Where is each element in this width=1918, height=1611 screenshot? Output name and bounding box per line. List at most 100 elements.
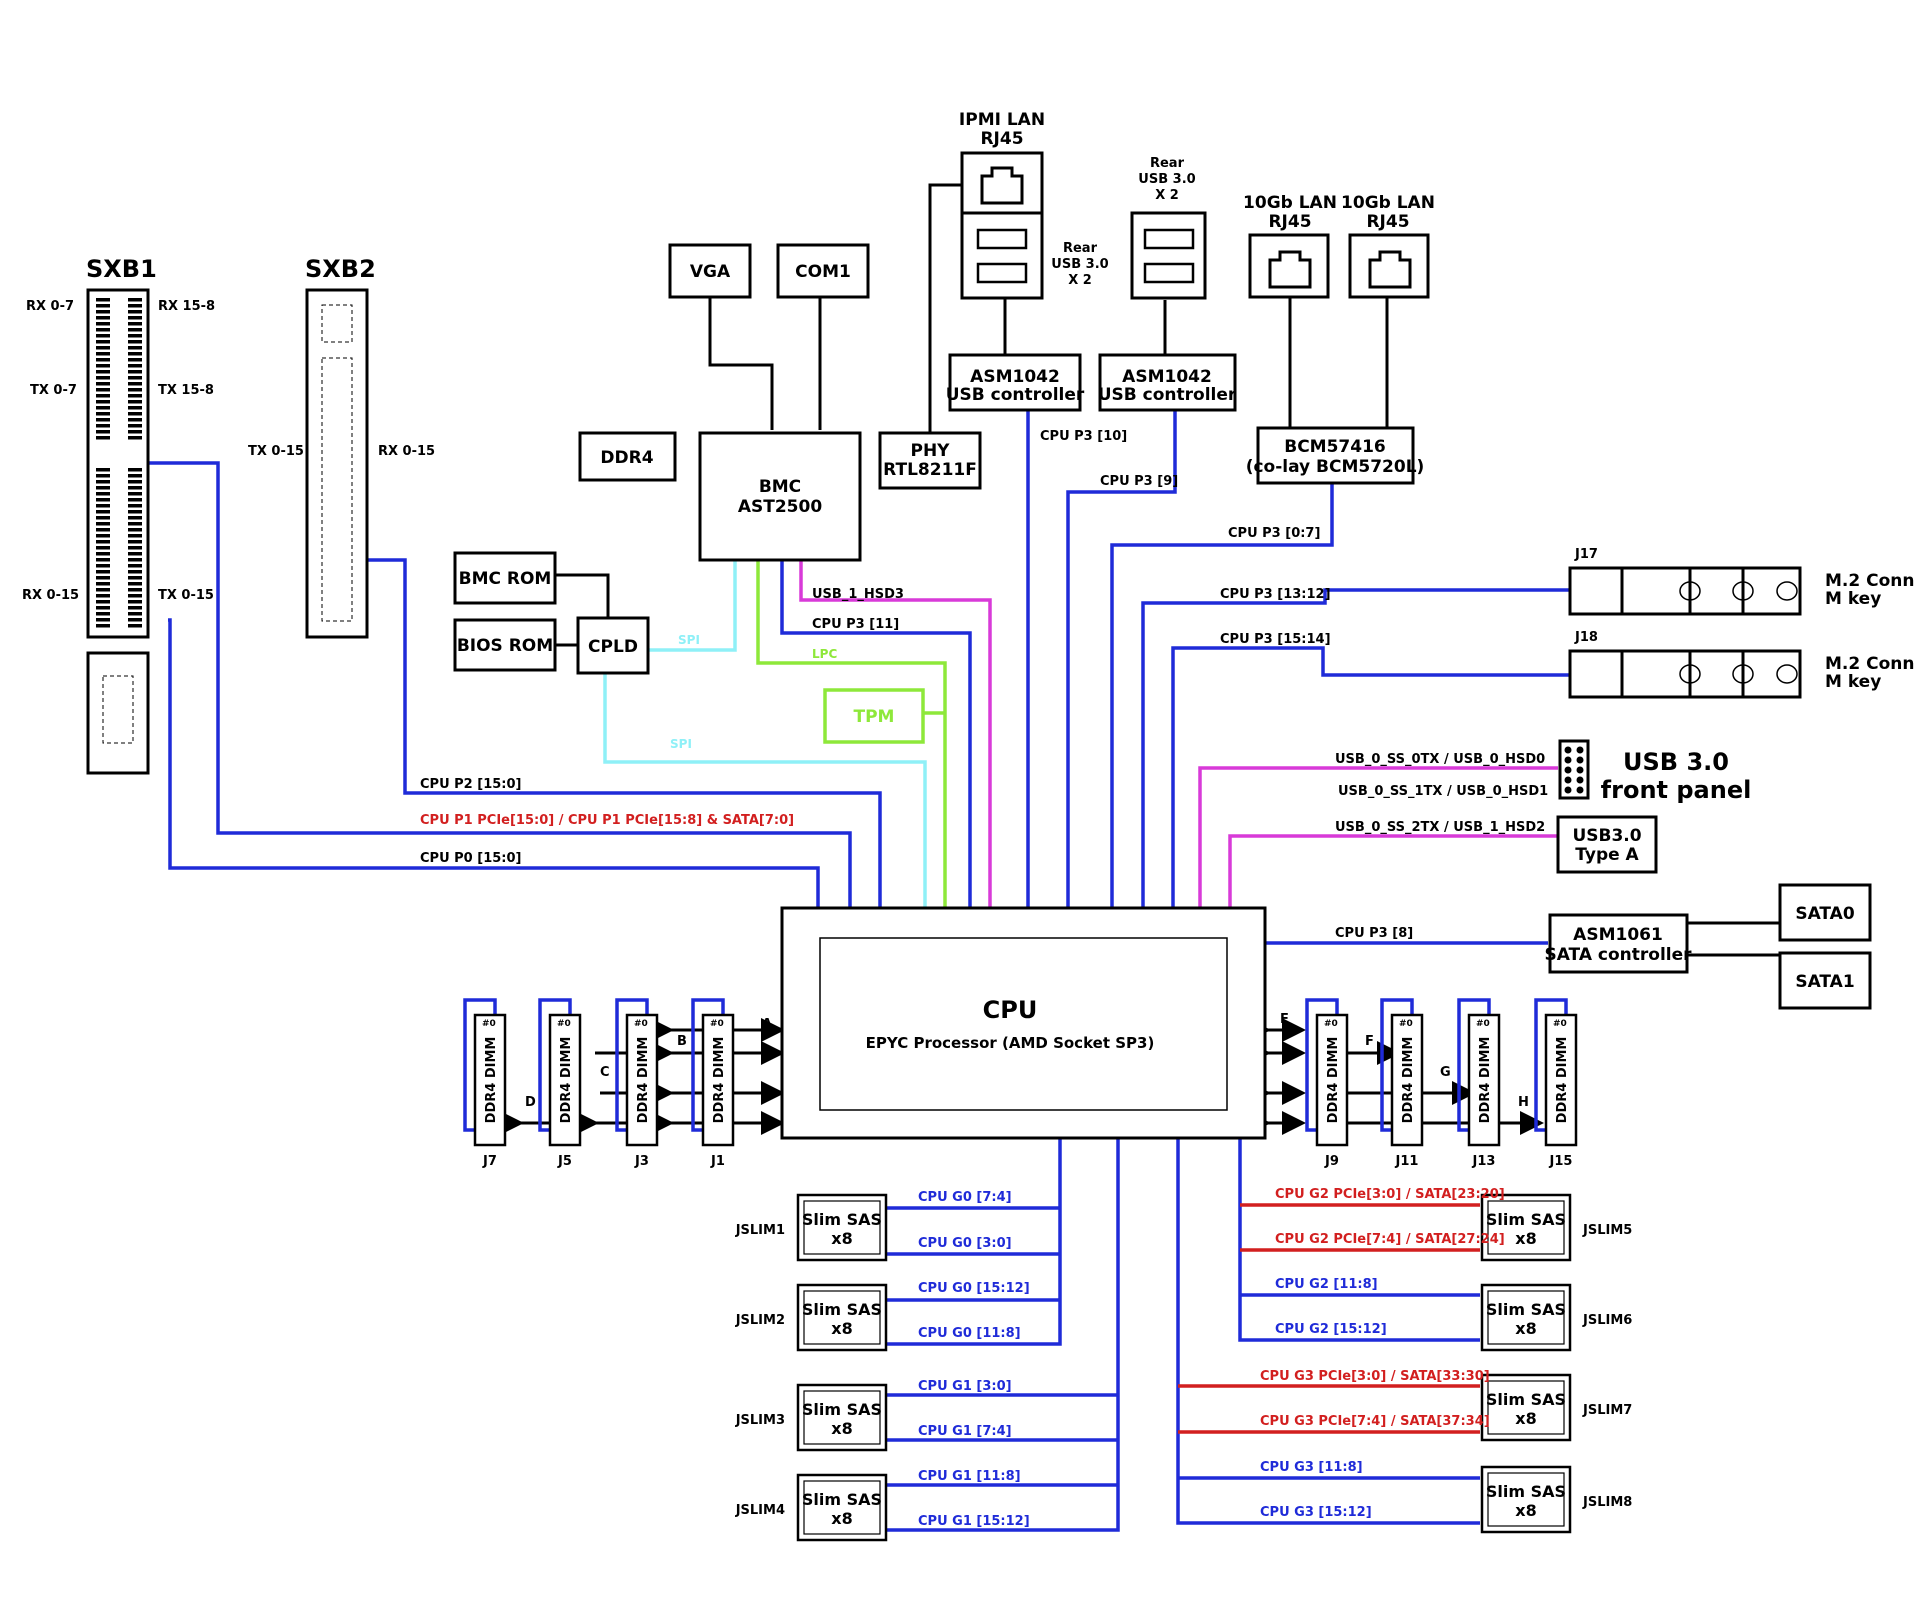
sxb1-pin: [128, 364, 142, 368]
sxb1-pin: [96, 468, 110, 472]
sxb1-pin: [96, 594, 110, 598]
sxb1-pin: [96, 304, 110, 308]
usb-header-pin: [1564, 746, 1572, 754]
slim-sas-width: x8: [831, 1229, 852, 1248]
sxb1-pin: [96, 298, 110, 302]
sxb1-pin: [128, 382, 142, 386]
slim-sas-label: Slim SAS: [802, 1400, 882, 1419]
com1-block: [776, 243, 870, 299]
sxb1-pin: [96, 382, 110, 386]
slim-sas-label: Slim SAS: [1486, 1210, 1566, 1229]
sxb1-pin: [128, 606, 142, 610]
sxb1-pin: [96, 424, 110, 428]
bios-rom-label: BIOS ROM: [457, 636, 553, 656]
dimm-index: #0: [557, 1019, 571, 1029]
sxb1-pin: [128, 552, 142, 556]
slim-sas-inner: [803, 1480, 881, 1535]
slim-sas-ref: JSLIM5: [1582, 1223, 1632, 1238]
sxb1-pin: [128, 510, 142, 514]
m2-j18: [1568, 649, 1802, 699]
bus-g2-11-8: CPU G2 [11:8]: [1275, 1277, 1378, 1292]
sxb1-pin: [128, 492, 142, 496]
usb-header-pin: [1576, 766, 1584, 774]
rear-usb-b-label-1: Rear: [1150, 156, 1185, 171]
dimm-label: DDR4 DIMM: [559, 1037, 574, 1124]
lpc-wires: [756, 558, 947, 908]
dimm-j1: [701, 1013, 735, 1147]
sxb1-pin: [96, 612, 110, 616]
slim-sas-width: x8: [831, 1509, 852, 1528]
sxb1-pin: [128, 358, 142, 362]
sxb1-pin: [96, 540, 110, 544]
dimm-label: DDR4 DIMM: [1401, 1037, 1416, 1124]
sxb1-rx07-label: RX 0-7: [26, 299, 74, 314]
usb-header-pin: [1576, 786, 1584, 794]
sxb1-pin: [96, 370, 110, 374]
slim-sas-inner: [803, 1200, 881, 1255]
bus-lpc: LPC: [812, 647, 837, 661]
sxb1-pin: [96, 364, 110, 368]
cpu-die: [819, 937, 1228, 1111]
slim-sas-ref: JSLIM1: [735, 1223, 785, 1238]
sxb1-pin: [128, 418, 142, 422]
usb-wires: [799, 558, 1558, 908]
usb-header-pin: [1564, 756, 1572, 764]
slim-sas-ref: JSLIM4: [735, 1503, 785, 1518]
bus-g0-3-0: CPU G0 [3:0]: [918, 1236, 1012, 1251]
asm1042-b-sub: USB controller: [1098, 385, 1237, 405]
sxb1-pin: [96, 624, 110, 628]
usb-header-pin: [1576, 776, 1584, 784]
sxb1-pin: [128, 322, 142, 326]
channel-c: C: [600, 1065, 610, 1080]
sata0-label: SATA0: [1795, 904, 1855, 924]
sxb1-pin: [96, 430, 110, 434]
rear-usb-b-label-3: X 2: [1155, 188, 1179, 203]
sata-wires: [1178, 1203, 1480, 1434]
sxb1-pin: [128, 352, 142, 356]
tpm-block: [823, 688, 925, 744]
lan10-a: [1248, 233, 1330, 299]
sxb1-pin: [96, 328, 110, 332]
slim-sas-label: Slim SAS: [1486, 1300, 1566, 1319]
dimm-ref: J9: [1324, 1154, 1339, 1169]
m2-j17-label-2: M key: [1825, 589, 1881, 609]
ddr4-label: DDR4: [600, 448, 653, 468]
channel-b: B: [677, 1034, 687, 1049]
channel-e: E: [1280, 1012, 1289, 1027]
sxb1-pin: [128, 612, 142, 616]
sxb1-pin: [96, 516, 110, 520]
bcm-colay-label: (co-lay BCM5720L): [1246, 457, 1425, 477]
dimm-j9: [1315, 1013, 1349, 1147]
usb-front-title-2: front panel: [1601, 776, 1752, 804]
sxb1-pin: [128, 528, 142, 532]
sxb1-pin: [128, 340, 142, 344]
sxb1-pin: [128, 298, 142, 302]
dimm-index: #0: [482, 1019, 496, 1029]
sxb1-pin: [96, 504, 110, 508]
slim-sas-label: Slim SAS: [802, 1210, 882, 1229]
slim-sas-width: x8: [1515, 1501, 1536, 1520]
dimm-index: #0: [710, 1019, 724, 1029]
slim-sas-outer: [1480, 1283, 1572, 1352]
phy-label: PHY: [911, 441, 951, 461]
slim-sas-inner: [1487, 1472, 1565, 1527]
cpld-block: [576, 616, 650, 675]
sxb1-pin: [128, 564, 142, 568]
channel-f: F: [1365, 1034, 1374, 1049]
asm1061-sub: SATA controller: [1544, 945, 1692, 965]
lan10-a-rj45: RJ45: [1268, 212, 1311, 232]
dimm-j15: [1544, 1013, 1578, 1147]
dimm-ref: J5: [557, 1154, 572, 1169]
sxb1-pin: [128, 624, 142, 628]
dimm-ref: J1: [710, 1154, 725, 1169]
sxb2-rx015-label: RX 0-15: [378, 444, 435, 459]
sxb1-pin: [128, 576, 142, 580]
cpld-label: CPLD: [588, 637, 638, 657]
dimm-ref: J11: [1395, 1154, 1419, 1169]
slim-sas-inner: [1487, 1380, 1565, 1435]
slim-sas-outer: [1480, 1465, 1572, 1534]
sata1-block: [1778, 951, 1872, 1010]
sxb1-pin: [96, 358, 110, 362]
